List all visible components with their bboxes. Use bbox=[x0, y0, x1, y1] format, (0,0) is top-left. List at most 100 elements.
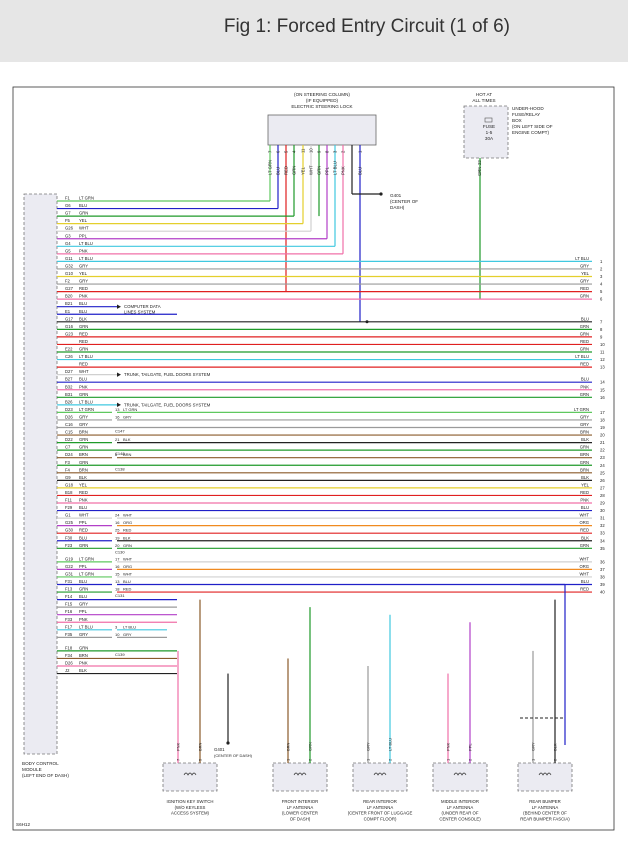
fuse-box-label: ENGINE COMPT) bbox=[512, 130, 549, 135]
right-wire-color-label: GRN bbox=[580, 392, 589, 397]
diagram-frame bbox=[12, 86, 615, 831]
bcm-pin-label: F18 bbox=[65, 645, 73, 650]
fuse-label: 30A bbox=[485, 136, 494, 141]
connector-color-label: RED bbox=[123, 587, 132, 592]
lock-pin-number: 8 bbox=[325, 150, 330, 153]
right-wire-number: 16 bbox=[600, 395, 605, 400]
bcm-wire-color-label: LT GRN bbox=[79, 196, 94, 201]
component-label: REAR INTERIOR bbox=[363, 799, 397, 804]
component-label: (BEHIND CENTER OF bbox=[523, 811, 567, 816]
bcm-module bbox=[23, 193, 58, 755]
fuse-box-label: FUSE/RELAY bbox=[512, 112, 540, 117]
right-wire-color-label: BLU bbox=[581, 579, 589, 584]
bcm-wire-color-label: PNK bbox=[79, 498, 88, 503]
bcm-wire-color-label: PNK bbox=[79, 617, 88, 622]
right-wire-number: 22 bbox=[600, 448, 605, 453]
bcm-wire-color-label: GRN bbox=[79, 587, 88, 592]
right-wire-color-label: BLK bbox=[581, 475, 589, 480]
connector-pin: 3 bbox=[115, 624, 118, 629]
right-wire-number: 6 bbox=[600, 297, 603, 302]
bcm-wire-color-label: GRN bbox=[79, 460, 88, 465]
component-pin: 1 bbox=[446, 758, 451, 761]
lock-wire-color-label: PPL bbox=[325, 166, 330, 175]
bcm-pin-label: C15 bbox=[65, 430, 73, 435]
bcm-pin-label: F23 bbox=[65, 543, 73, 548]
bcm-wire-color-label: BLK bbox=[79, 316, 87, 321]
connector-pin: 13 bbox=[115, 579, 120, 584]
component-label: LF ANTENNA bbox=[367, 805, 394, 810]
connector-name: C130 bbox=[115, 549, 125, 554]
component-wire-color-label: GRN bbox=[308, 742, 313, 751]
bcm-pin-label: B31 bbox=[65, 392, 73, 397]
right-wire-color-label: BLU bbox=[581, 377, 589, 382]
right-wire-color-label: LT GRN bbox=[574, 407, 589, 412]
connector-pin: 18 bbox=[115, 587, 120, 592]
connector-name: C139 bbox=[115, 652, 125, 657]
right-wire-color-label: WHT bbox=[579, 513, 589, 518]
bcm-wire-color-label: LT BLU bbox=[79, 624, 93, 629]
bcm-wire-color-label: LT BLU bbox=[79, 399, 93, 404]
right-wire-color-label: GRN bbox=[580, 294, 589, 299]
component-pin: 5 bbox=[198, 758, 203, 761]
ground-g401-bottom-label: G401 bbox=[214, 747, 225, 752]
lock-pin-number: 10 bbox=[309, 148, 314, 153]
bcm-pin-label: F3 bbox=[65, 460, 71, 465]
lock-wire-color-label: GRN bbox=[292, 166, 297, 175]
connector-pin: 19 bbox=[115, 535, 120, 540]
connector-name: C148 bbox=[115, 451, 125, 456]
bcm-pin-label: G18 bbox=[65, 482, 74, 487]
ground-g401-bottom-desc: (CENTER OF DASH) bbox=[214, 753, 253, 758]
steering-lock-label: (IF EQUIPPED) bbox=[306, 98, 339, 103]
bcm-pin-label: B26 bbox=[65, 399, 73, 404]
right-wire-color-label: RED bbox=[580, 339, 589, 344]
component-label: (CENTER FRONT OF LUGGAGE bbox=[348, 811, 413, 816]
right-wire-color-label: PNK bbox=[580, 498, 589, 503]
bcm-pin-label: G11 bbox=[65, 256, 73, 261]
fuse-box-hot-label: ALL TIMES bbox=[472, 98, 495, 103]
bcm-wire-color-label: GRY bbox=[79, 422, 88, 427]
lock-wire-color-label: BLU bbox=[276, 167, 281, 175]
bcm-wire-color-label: BRN bbox=[79, 452, 88, 457]
bcm-wire-color-label: LT BLU bbox=[79, 241, 93, 246]
bcm-pin-label: G10 bbox=[65, 271, 74, 276]
bcm-pin-label: G3 bbox=[65, 233, 71, 238]
footer-code: S6H12 bbox=[16, 822, 30, 827]
connector-pin: 16 bbox=[115, 414, 120, 419]
bcm-wire-color-label: GRY bbox=[79, 632, 88, 637]
bcm-pin-label: G17 bbox=[65, 316, 74, 321]
component-pin: 1 bbox=[531, 758, 536, 761]
right-wire-color-label: RED bbox=[580, 528, 589, 533]
component-pin: 2 bbox=[308, 758, 313, 761]
connector-name: C131 bbox=[115, 593, 125, 598]
bcm-pin-label: G22 bbox=[65, 564, 74, 569]
right-wire-color-label: GRN bbox=[580, 347, 589, 352]
bcm-wire-color-label: YEL bbox=[79, 218, 88, 223]
bcm-pin-label: G9 bbox=[65, 475, 71, 480]
connector-pin: 24 bbox=[115, 513, 120, 518]
bcm-pin-label: B32 bbox=[65, 384, 73, 389]
bcm-wire-color-label: GRN bbox=[79, 211, 88, 216]
antenna-coil-icon bbox=[373, 772, 387, 776]
bcm-wire-color-label: BLU bbox=[79, 301, 87, 306]
bcm-wire-color-label: WHT bbox=[79, 226, 89, 231]
right-wire-number: 23 bbox=[600, 455, 605, 460]
right-wire-number: 3 bbox=[600, 274, 603, 279]
component-label: IGNITION KEY SWITCH bbox=[167, 799, 214, 804]
bcm-wire-color-label: RED bbox=[79, 286, 88, 291]
right-wire-color-label: GRN bbox=[580, 324, 589, 329]
right-wire-number: 36 bbox=[600, 559, 605, 564]
ground-g401-bottom-dot bbox=[226, 741, 230, 745]
bcm-wire-color-label: BLU bbox=[79, 579, 87, 584]
component-label: REAR BUMPER FASCIA) bbox=[520, 816, 570, 821]
right-wire-number: 11 bbox=[600, 350, 605, 355]
right-wire-color-label: BLU bbox=[581, 505, 589, 510]
right-wire-number: 12 bbox=[600, 357, 605, 362]
antenna-coil-icon bbox=[293, 772, 307, 776]
bcm-pin-label: F17 bbox=[65, 624, 73, 629]
connector-pin: 20 bbox=[115, 543, 120, 548]
bcm-wire-color-label: RED bbox=[79, 362, 88, 367]
lock-pin-number: 5 bbox=[284, 150, 289, 153]
right-wire-number: 27 bbox=[600, 485, 605, 490]
bcm-wire-color-label: LT GRN bbox=[79, 407, 94, 412]
